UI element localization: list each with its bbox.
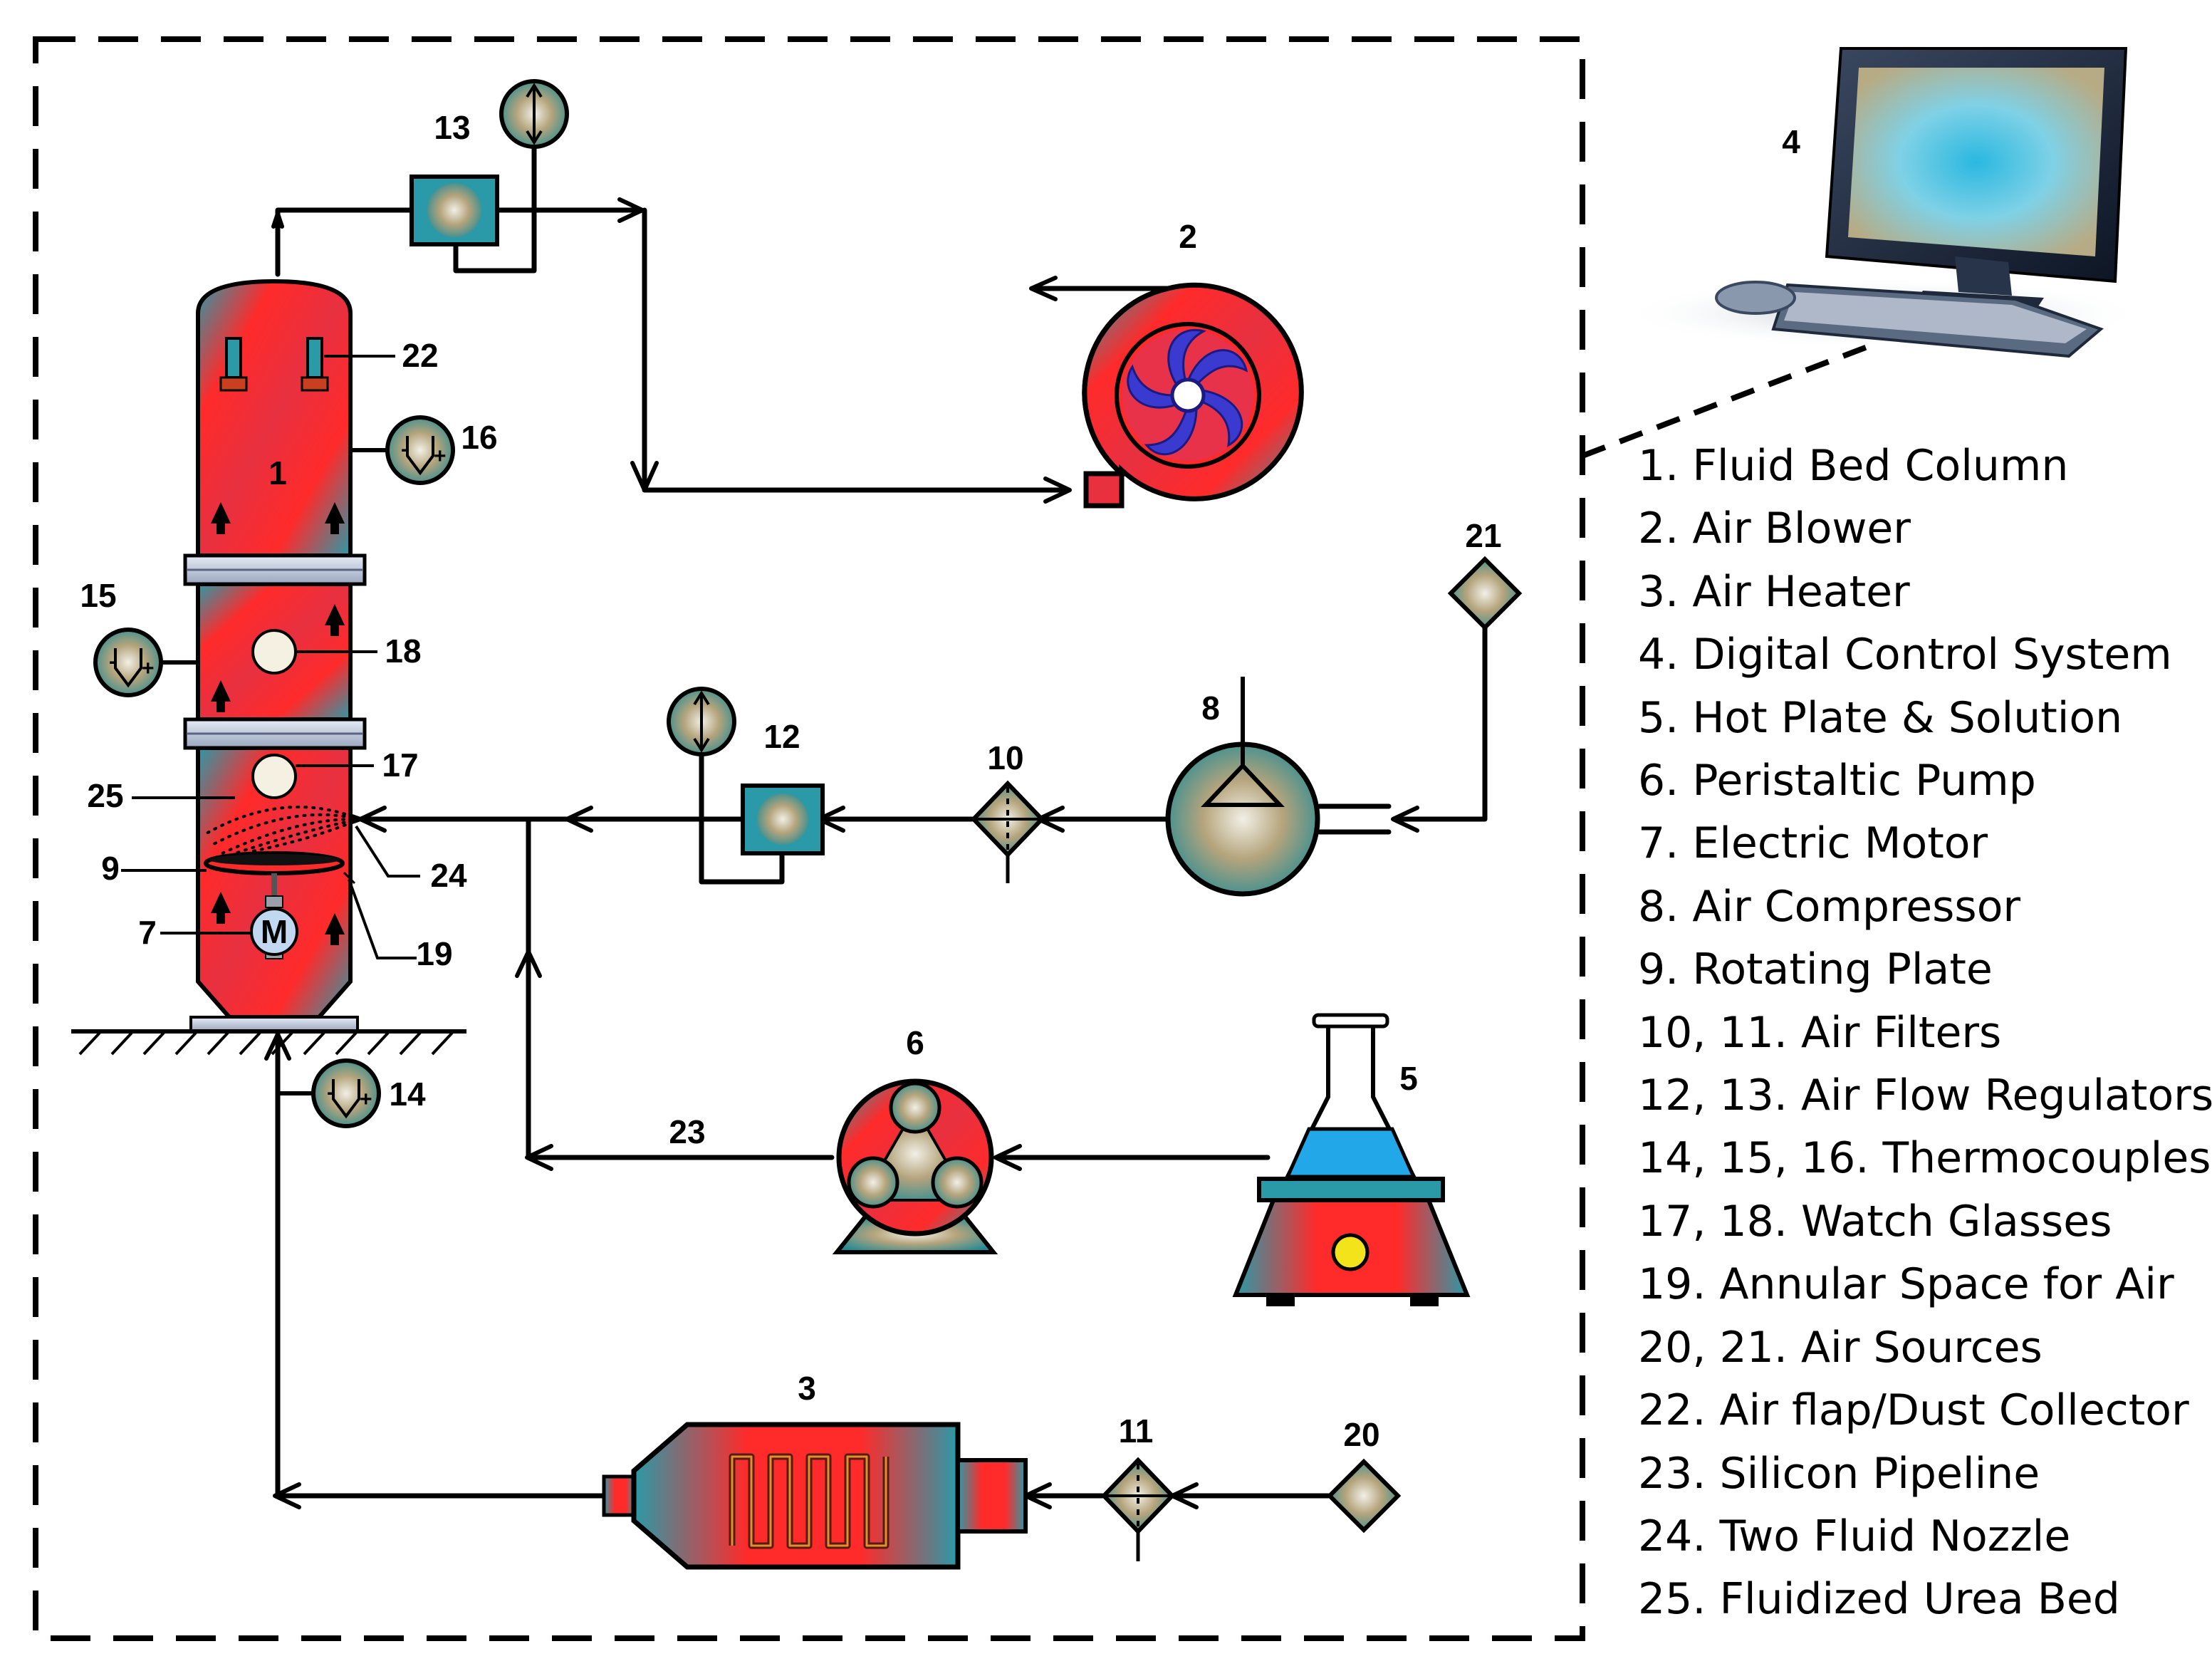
legend-item: 23. Silicon Pipeline <box>1638 1448 2040 1499</box>
legend-item: 22. Air flap/Dust Collector <box>1638 1385 2189 1436</box>
thermocouple-16: - + <box>350 415 455 485</box>
thermocouple-14: - + <box>278 1058 381 1128</box>
legend-item: 17, 18. Watch Glasses <box>1638 1196 2112 1246</box>
label-14: 14 <box>389 1076 426 1113</box>
monitor-screen <box>1848 68 2104 256</box>
svg-text:+: + <box>434 444 447 468</box>
monitor-stand <box>1955 256 2012 296</box>
legend-item: 4. Digital Control System <box>1638 630 2172 680</box>
label-17: 17 <box>382 746 418 784</box>
number-labels: 1 2 3 4 5 6 7 8 9 10 11 12 13 14 15 16 1… <box>80 109 1800 1453</box>
ground-hatch <box>78 1031 454 1056</box>
air-flap-dust-collector <box>219 337 329 392</box>
label-24: 24 <box>430 857 467 894</box>
legend-item: 1. Fluid Bed Column <box>1638 441 2069 491</box>
label-22: 22 <box>402 337 438 374</box>
label-19: 19 <box>416 935 452 972</box>
label-9: 9 <box>101 850 120 887</box>
flask-solution <box>1285 1127 1417 1179</box>
air-flow-regulator-12 <box>667 687 825 855</box>
air-flow-regulator-13 <box>409 79 569 246</box>
label-11: 11 <box>1119 1412 1154 1449</box>
legend-item: 20, 21. Air Sources <box>1638 1322 2043 1373</box>
system-boundary <box>33 36 1585 1641</box>
air-heater <box>602 1422 1028 1570</box>
legend-item: 24. Two Fluid Nozzle <box>1638 1511 2071 1561</box>
annular-space <box>343 871 356 885</box>
air-filter-10 <box>970 780 1045 883</box>
svg-text:+: + <box>360 1088 372 1111</box>
label-20: 20 <box>1343 1416 1379 1453</box>
svg-text:-: - <box>401 437 408 461</box>
legend-item: 10, 11. Air Filters <box>1638 1007 2002 1058</box>
mouse <box>1715 281 1796 315</box>
hot-plate-and-solution <box>1232 1013 1471 1306</box>
hot-plate-top <box>1257 1177 1445 1202</box>
internal-flow-arrows <box>211 502 345 945</box>
label-12: 12 <box>763 718 800 755</box>
label-4: 4 <box>1782 123 1800 160</box>
label-18: 18 <box>385 633 421 670</box>
legend-item: 8. Air Compressor <box>1638 881 2021 932</box>
air-compressor <box>1165 677 1320 897</box>
two-fluid-nozzle <box>350 813 367 825</box>
label-5: 5 <box>1399 1060 1418 1097</box>
motor-shaft-top <box>265 895 283 908</box>
label-7: 7 <box>138 914 157 951</box>
legend-item: 6. Peristaltic Pump <box>1638 756 2036 806</box>
watch-glass-18 <box>251 629 297 675</box>
thermocouple-15: - + <box>93 628 198 697</box>
peristaltic-pump <box>832 1078 998 1254</box>
label-3: 3 <box>798 1370 816 1407</box>
air-filter-11 <box>1100 1457 1176 1561</box>
label-8: 8 <box>1201 689 1220 727</box>
legend-item: 14, 15, 16. Thermocouples <box>1638 1133 2211 1184</box>
svg-text:-: - <box>327 1081 334 1104</box>
legend-item: 7. Electric Motor <box>1638 818 1988 869</box>
fluidized-urea-bed <box>205 806 361 855</box>
control-link <box>1581 339 1882 459</box>
air-source-21 <box>1447 556 1523 631</box>
label-2: 2 <box>1179 218 1197 255</box>
label-10: 10 <box>987 739 1023 776</box>
svg-text:-: - <box>109 650 116 673</box>
motor-letter: M <box>261 913 288 950</box>
digital-control-system <box>1620 47 2147 358</box>
air-source-20 <box>1326 1458 1402 1534</box>
label-21: 21 <box>1465 517 1501 554</box>
watch-glass-17 <box>251 754 297 799</box>
legend-item: 9. Rotating Plate <box>1638 944 1993 995</box>
label-13: 13 <box>434 109 470 146</box>
legend-item: 5. Hot Plate & Solution <box>1638 692 2123 743</box>
legend-item: 19. Annular Space for Air <box>1638 1259 2174 1310</box>
label-15: 15 <box>80 577 116 614</box>
label-23: 23 <box>669 1113 705 1150</box>
air-blower <box>1082 282 1304 509</box>
component-legend: 1. Fluid Bed Column 2. Air Blower 3. Air… <box>1638 434 2212 1631</box>
legend-item: 2. Air Blower <box>1638 504 1911 554</box>
label-1: 1 <box>268 454 287 491</box>
label-25: 25 <box>87 777 123 814</box>
leader-lines <box>121 355 420 959</box>
blower-blades <box>1127 329 1248 456</box>
svg-text:+: + <box>142 657 155 680</box>
legend-item: 3. Air Heater <box>1638 566 1910 617</box>
legend-item: 12, 13. Air Flow Regulators <box>1638 1071 2212 1121</box>
label-16: 16 <box>461 419 497 456</box>
pipes <box>264 132 1488 1509</box>
label-6: 6 <box>906 1024 924 1061</box>
legend-item: 25. Fluidized Urea Bed <box>1638 1574 2120 1625</box>
heater-indicator-light <box>1331 1233 1370 1271</box>
